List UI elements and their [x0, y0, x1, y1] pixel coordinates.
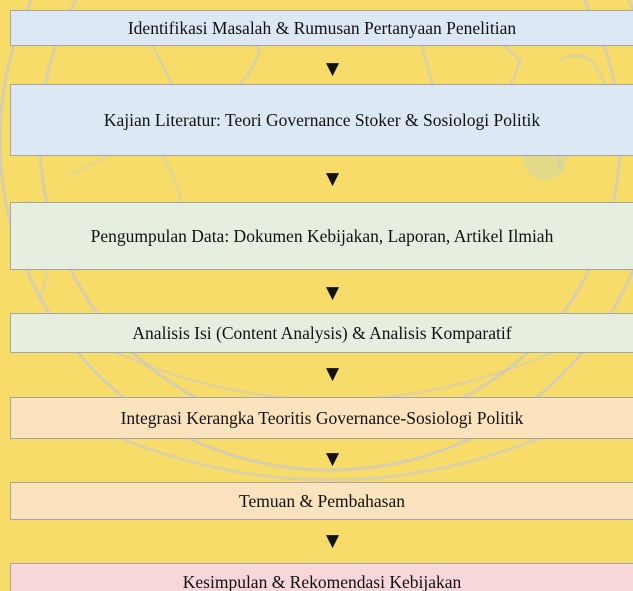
arrow-1-icon: ▼: [325, 59, 340, 79]
step-1-box: Identifikasi Masalah & Rumusan Pertanyaa…: [10, 10, 633, 46]
arrow-5-icon: ▼: [325, 449, 340, 469]
arrow-6-icon: ▼: [325, 531, 340, 551]
step-1-label: Identifikasi Masalah & Rumusan Pertanyaa…: [127, 18, 517, 38]
step-5-label: Integrasi Kerangka Teoritis Governance-S…: [120, 408, 524, 428]
step-7-box: Kesimpulan & Rekomendasi Kebijakan: [10, 563, 633, 591]
step-6-box: Temuan & Pembahasan: [10, 482, 633, 520]
step-6-label: Temuan & Pembahasan: [239, 491, 405, 511]
step-4-box: Analisis Isi (Content Analysis) & Analis…: [10, 313, 633, 353]
step-4-label: Analisis Isi (Content Analysis) & Analis…: [132, 323, 512, 343]
step-2-box: Kajian Literatur: Teori Governance Stoke…: [10, 84, 633, 156]
step-2-label: Kajian Literatur: Teori Governance Stoke…: [103, 110, 541, 130]
arrow-2-icon: ▼: [325, 169, 340, 189]
step-7-label: Kesimpulan & Rekomendasi Kebijakan: [182, 572, 462, 591]
step-3-box: Pengumpulan Data: Dokumen Kebijakan, Lap…: [10, 202, 633, 270]
step-3-label: Pengumpulan Data: Dokumen Kebijakan, Lap…: [90, 226, 554, 246]
arrow-3-icon: ▼: [325, 283, 340, 303]
step-5-box: Integrasi Kerangka Teoritis Governance-S…: [10, 397, 633, 439]
arrow-4-icon: ▼: [325, 364, 340, 384]
